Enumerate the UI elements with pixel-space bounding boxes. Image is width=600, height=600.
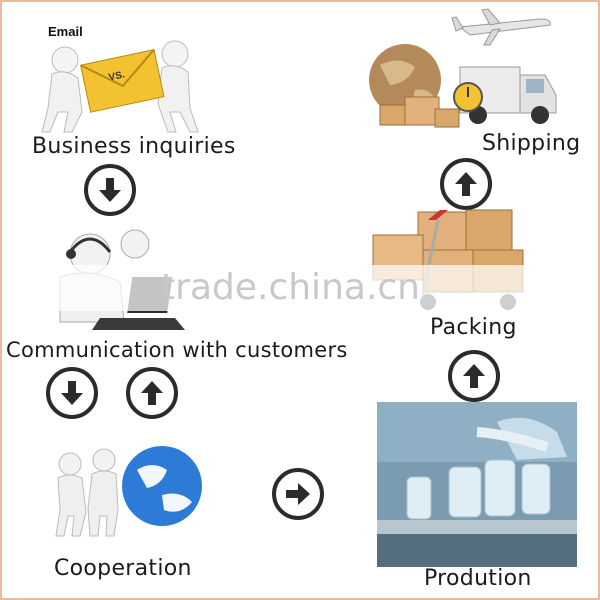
cooperation-illustration	[52, 440, 202, 540]
step-business-inquiries: Business inquiries	[32, 134, 236, 159]
arrow-up-packing-shipping	[440, 158, 492, 210]
step-production: Prodution	[424, 566, 532, 591]
step-cooperation: Cooperation	[54, 556, 192, 581]
arrow-down-icon	[99, 178, 121, 202]
arrow-up-icon	[141, 381, 163, 405]
shipping-illustration	[360, 5, 560, 135]
arrow-down-2	[46, 367, 98, 419]
arrow-right-cooperation-production	[272, 468, 324, 520]
airplane-icon	[451, 8, 551, 46]
email-text: Email	[48, 24, 83, 39]
arrow-up-production-packing	[448, 350, 500, 402]
svg-text:VS.: VS.	[108, 69, 126, 83]
arrow-up-cooperation-communication	[126, 367, 178, 419]
arrow-right-icon	[286, 483, 310, 505]
arrow-down-1	[84, 164, 136, 216]
step-shipping: Shipping	[482, 131, 581, 156]
watermark: trade.china.cn	[30, 265, 570, 311]
production-illustration	[377, 402, 577, 567]
arrow-down-icon	[61, 381, 83, 405]
business-inquiries-illustration: Email VS.	[30, 12, 210, 137]
step-packing: Packing	[430, 315, 517, 340]
step-communication: Communication with customers	[6, 338, 348, 362]
arrow-up-icon	[463, 364, 485, 388]
arrow-up-icon	[455, 172, 477, 196]
